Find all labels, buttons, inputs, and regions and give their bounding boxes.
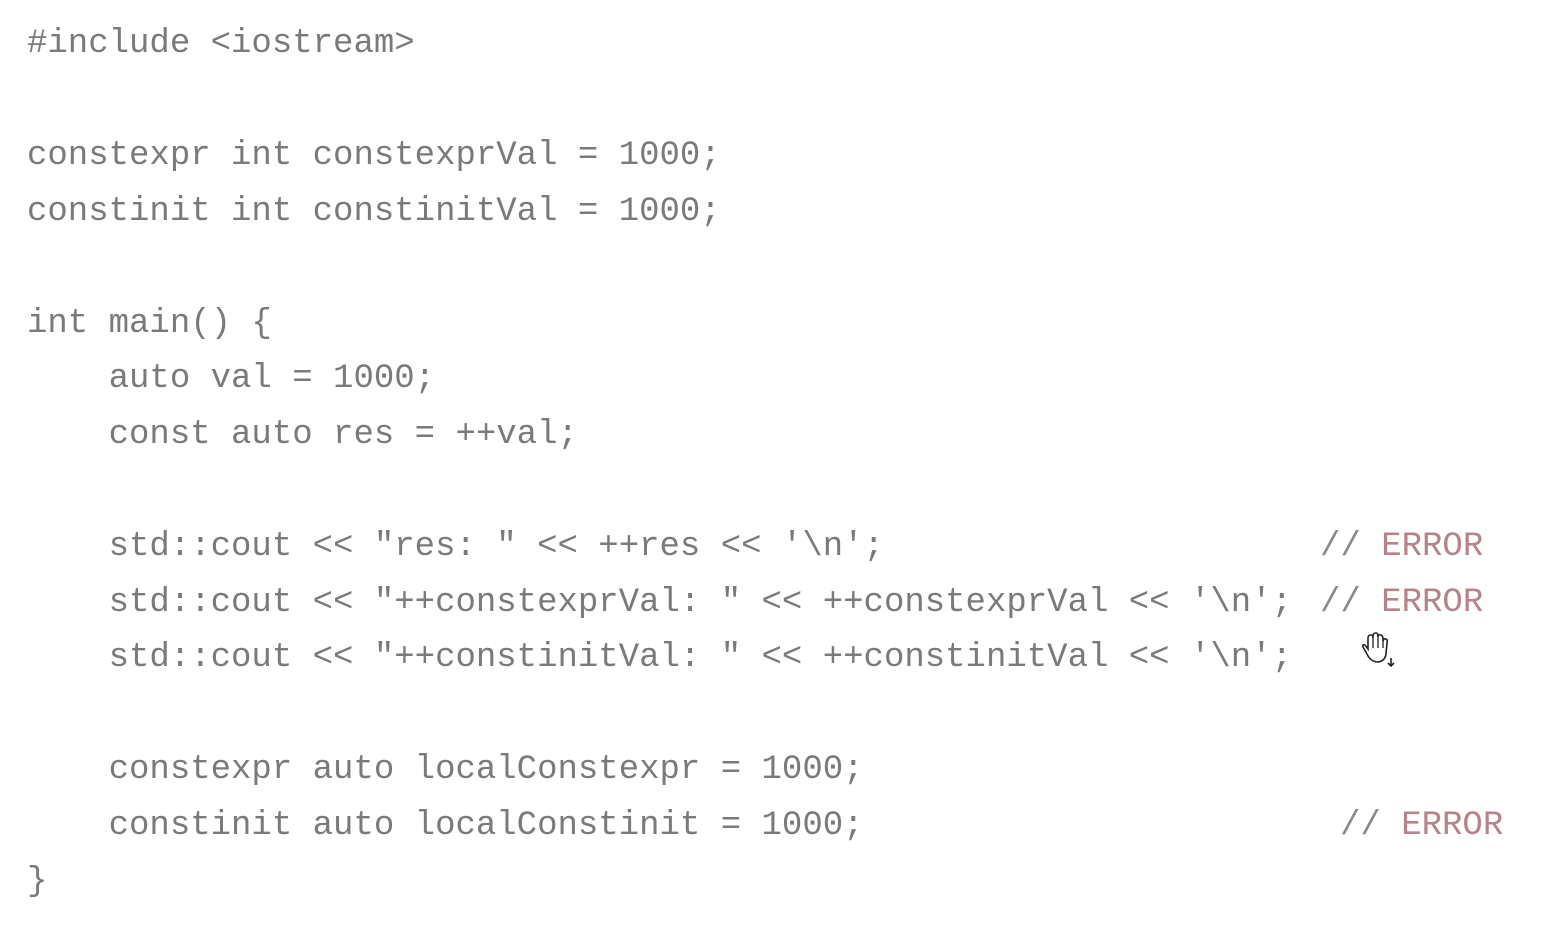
code-line-auto-val: auto val = 1000;	[27, 360, 436, 398]
error-comment: // ERROR	[1340, 806, 1503, 846]
error-comment: // ERROR	[1320, 527, 1483, 567]
code-line-local-constinit: constinit auto localConstinit = 1000;	[27, 807, 864, 845]
comment-slash: //	[1340, 807, 1381, 845]
error-label: ERROR	[1381, 528, 1484, 566]
code-line-cout-constinit: std::cout << "++constinitVal: " << ++con…	[27, 639, 1293, 677]
error-label: ERROR	[1401, 807, 1504, 845]
hand-grab-cursor-icon	[1361, 632, 1395, 668]
error-label: ERROR	[1381, 584, 1484, 622]
comment-slash: //	[1320, 584, 1361, 622]
code-line-main: int main() {	[27, 305, 272, 343]
code-line-cout-constexpr: std::cout << "++constexprVal: " << ++con…	[27, 584, 1293, 622]
code-line-constinit-global: constinit int constinitVal = 1000;	[27, 193, 721, 231]
code-line-const-res: const auto res = ++val;	[27, 416, 578, 454]
code-line-include: #include <iostream>	[27, 25, 415, 63]
code-line-close-brace: }	[27, 863, 48, 901]
code-line-cout-res: std::cout << "res: " << ++res << '\n';	[27, 528, 884, 566]
error-comment: // ERROR	[1320, 583, 1483, 623]
comment-slash: //	[1320, 528, 1361, 566]
code-line-constexpr-global: constexpr int constexprVal = 1000;	[27, 137, 721, 175]
code-line-local-constexpr: constexpr auto localConstexpr = 1000;	[27, 751, 864, 789]
